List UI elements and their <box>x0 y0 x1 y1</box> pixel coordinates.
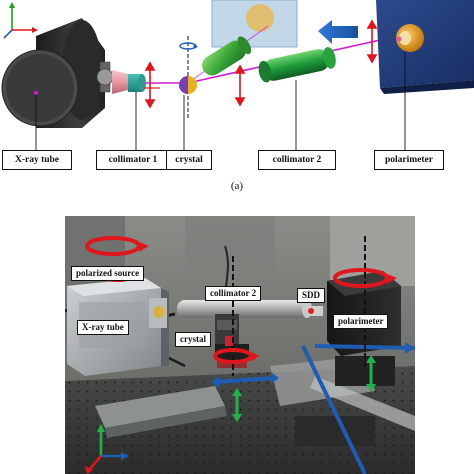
axis-triad-icon <box>3 2 38 39</box>
collimator-1 <box>112 70 146 94</box>
photo-label-sdd: SDD <box>297 288 326 303</box>
background-box <box>211 0 298 48</box>
label-crystal: crystal <box>166 150 212 170</box>
photo-rotation-axes <box>232 236 366 376</box>
collimator-2-rotated <box>202 36 252 76</box>
polarimeter-box <box>376 0 474 94</box>
photo-label-polarized-source: polarized source <box>71 266 145 281</box>
crystal-element <box>179 36 198 120</box>
label-xray-tube: X-ray tube <box>2 150 72 170</box>
photo-axis-triad-icon <box>85 424 129 474</box>
photo-label-xray-tube: X-ray tube <box>77 320 129 335</box>
label-polarimeter: polarimeter <box>374 150 444 170</box>
pointer-lines <box>35 52 406 150</box>
photo-label-polarimeter: polarimeter <box>333 314 389 329</box>
setup-schematic <box>1 0 474 150</box>
xray-tube <box>1 18 114 128</box>
photo-scene <box>65 216 415 474</box>
photo-label-collimator-2: collimator 2 <box>205 286 262 301</box>
label-collimator-1: collimator 1 <box>96 150 170 170</box>
setup-photo: polarized source collimator 2 SDD polari… <box>65 216 415 474</box>
photo-green-arrows <box>232 355 376 422</box>
panel-label-a: (a) <box>230 180 244 192</box>
photo-label-crystal: crystal <box>175 332 211 347</box>
collimator-2 <box>258 47 336 83</box>
double-arrow-icon <box>144 19 378 109</box>
label-collimator-2: collimator 2 <box>258 150 336 170</box>
source-arrow-icon <box>318 20 358 44</box>
